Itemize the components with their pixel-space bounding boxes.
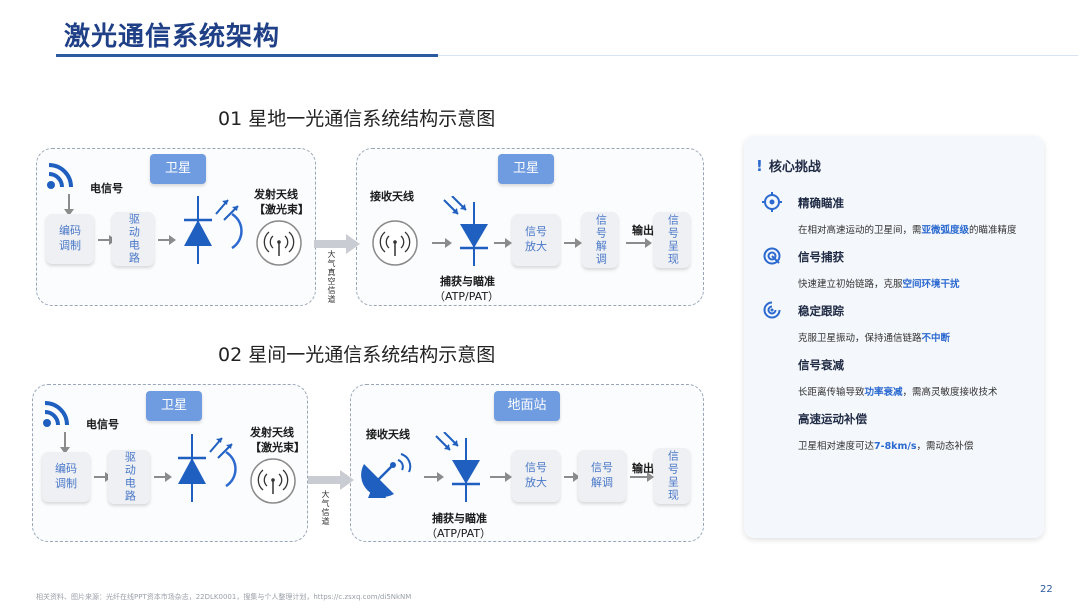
- challenge-text: 克服卫星振动，保持通信链路不中断: [798, 333, 951, 344]
- rx-antenna-icon: [372, 220, 418, 266]
- diagram1-signal-label: 电信号: [90, 182, 123, 195]
- page-title: 激光通信系统架构: [64, 22, 281, 52]
- core-challenges-card: !核心挑战 精确瞄准 在相对高速运动的卫星间，需亚微弧度级的瞄准精度 信号捕获 …: [744, 136, 1044, 538]
- challenge-title: 信号衰减: [798, 358, 844, 372]
- diagram1-tx-beam-label: 【激光束】: [254, 203, 309, 216]
- capture-icon: [763, 247, 781, 265]
- diagram1-arrow-encode-drive: [98, 235, 116, 245]
- emit-arc-icon: [225, 450, 237, 488]
- photodiode-icon: [435, 432, 480, 502]
- challenge-title: 高速运动补偿: [798, 412, 867, 426]
- diagram1-capture-label: 捕获与瞄准: [440, 275, 495, 288]
- laser-diode-icon: [184, 196, 239, 264]
- target-icon: [762, 192, 782, 212]
- alert-icon: !: [756, 157, 763, 175]
- diagram2-tx-antenna-label: 发射天线: [250, 426, 294, 439]
- diagram1-output-label: 输出: [632, 224, 654, 237]
- diagram2-arrow-drive-laser: [154, 472, 172, 482]
- challenge-text: 长距离传输导致功率衰减，需高灵敏度接收技术: [798, 387, 998, 398]
- diagram1-channel-arrow: [314, 234, 360, 254]
- diagram2-arrow-encode-drive: [94, 472, 112, 482]
- diagram2-arrow-demod-present: [630, 472, 654, 482]
- diagram2-signal-label: 电信号: [86, 418, 119, 431]
- diagram1-tx-antenna-label: 发射天线: [254, 188, 298, 201]
- diagram2-signal-amp-box: 信号放大: [512, 450, 560, 502]
- diagram1-drive-box: 驱动电路: [112, 212, 154, 266]
- diagram2-tx-beam-label: 【激光束】: [250, 441, 305, 454]
- diagram1-heading: 01 星地一光通信系统结构示意图: [218, 108, 496, 130]
- diagram1-left-tag: 卫星: [150, 154, 206, 184]
- diagram2-signal-demod-box: 信号解调: [578, 450, 626, 502]
- diagram2-channel-arrow: [308, 470, 354, 490]
- diagram2-arrow-photodiode-amp: [490, 472, 512, 482]
- title-underline: [56, 54, 1078, 57]
- diagram1-signal-present-box: 信号呈现: [654, 212, 690, 268]
- diagram2-rx-antenna-label: 接收天线: [366, 428, 410, 441]
- diagram2-drive-box: 驱动电路: [108, 450, 150, 504]
- challenge-text: 卫星相对速度可达7-8km/s，需动态补偿: [798, 441, 974, 452]
- diagram1-channel-label: 大气真空信道: [327, 250, 336, 304]
- diagram1-capture-sub-label: （ATP/PAT）: [434, 290, 500, 303]
- diagram1-arrow-photodiode-amp: [494, 238, 512, 248]
- diagram1-signal-amp-box: 信号放大: [512, 214, 560, 266]
- diagram1-signal-demod-box: 信号解调: [582, 212, 618, 268]
- satellite-dish-icon: [361, 453, 412, 498]
- diagram2-right-tag: 地面站: [494, 391, 560, 421]
- challenge-text: 在相对高速运动的卫星间，需亚微弧度级的瞄准精度: [798, 225, 1017, 236]
- diagram1-signal-arrow: [64, 194, 74, 216]
- signal-wave-icon: [47, 163, 73, 189]
- footer-source: 相关资料、图片来源：光纤在线PPT资本市场杂志，22DLK0001，搜集与个人整…: [36, 593, 412, 601]
- diagram2-signal-arrow: [60, 432, 70, 454]
- tx-antenna-icon: [250, 458, 296, 504]
- core-challenges-title: !核心挑战: [756, 157, 821, 175]
- challenge-title: 精确瞄准: [798, 196, 844, 210]
- diagram1-arrow-antenna-photodiode: [432, 238, 452, 248]
- emit-arc-icon: [231, 212, 243, 250]
- signal-wave-icon: [43, 401, 69, 427]
- diagram2-capture-label: 捕获与瞄准: [432, 512, 487, 525]
- diagram2-output-label: 输出: [632, 462, 654, 475]
- diagram2-encode-box: 编码调制: [42, 452, 90, 502]
- diagram1-rx-antenna-label: 接收天线: [370, 190, 414, 203]
- diagram2-left-tag: 卫星: [146, 391, 202, 421]
- tracking-icon: [763, 301, 781, 319]
- page-number: 22: [1040, 584, 1053, 595]
- diagram1-arrow-drive-laser: [158, 235, 176, 245]
- diagram2-channel-label: 大气信道: [321, 490, 330, 526]
- laser-diode-icon: [178, 434, 233, 502]
- diagram2-capture-sub-label: （ATP/PAT）: [426, 527, 492, 540]
- diagram2-arrow-amp-demod: [564, 472, 580, 482]
- photodiode-icon: [443, 196, 488, 266]
- challenge-text: 快速建立初始链路，克服空间环境干扰: [798, 279, 960, 290]
- diagram2-heading: 02 星间一光通信系统结构示意图: [218, 344, 496, 366]
- diagram1-arrow-demod-present: [626, 238, 652, 248]
- challenge-title: 稳定跟踪: [798, 304, 844, 318]
- diagram1-encode-box: 编码调制: [46, 214, 94, 264]
- diagram1-right-tag: 卫星: [498, 154, 554, 184]
- tx-antenna-icon: [256, 220, 302, 266]
- diagram2-arrow-antenna-photodiode: [424, 472, 444, 482]
- challenge-title: 信号捕获: [798, 250, 844, 264]
- diagram1-arrow-amp-demod: [564, 238, 582, 248]
- diagram2-signal-present-box: 信号呈现: [654, 448, 690, 504]
